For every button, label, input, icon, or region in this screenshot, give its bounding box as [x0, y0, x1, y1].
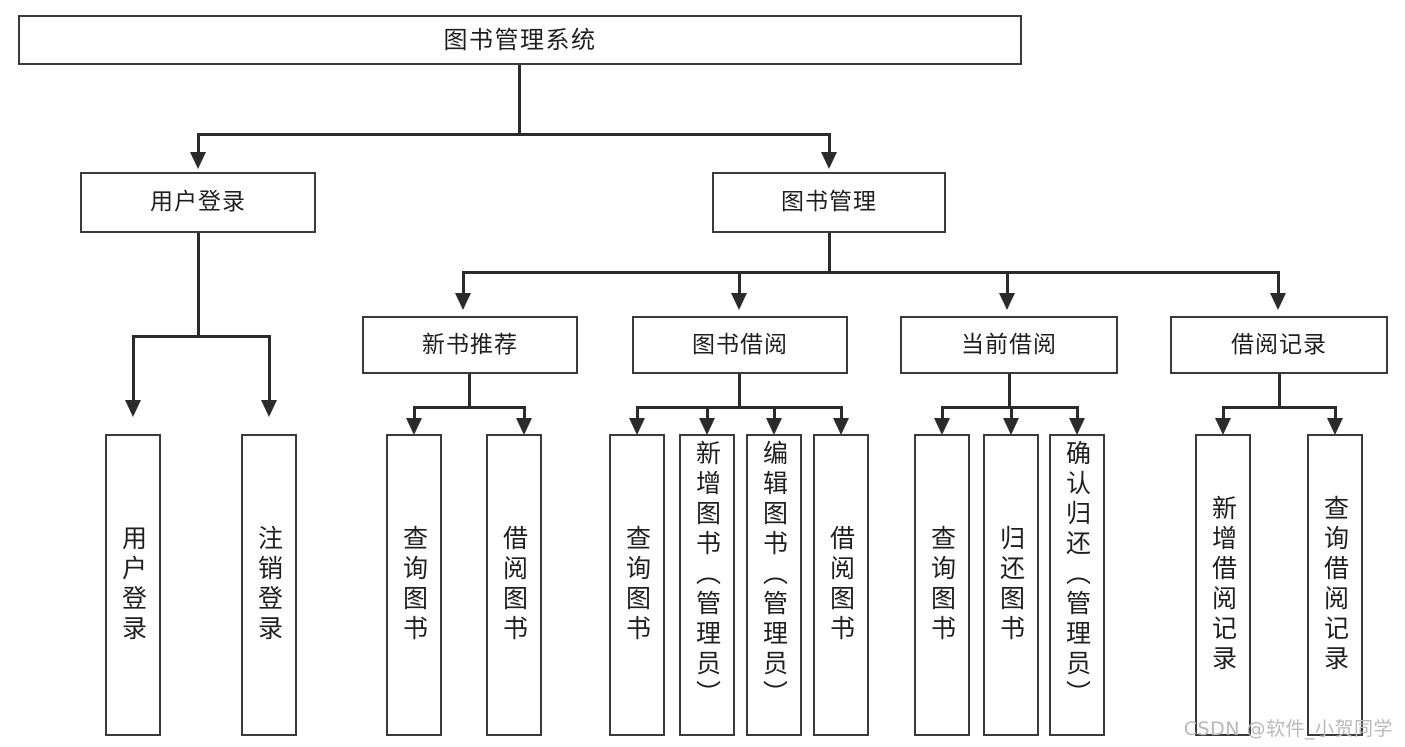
arrowhead-leaf-query-book-3 [934, 418, 950, 435]
connector-root-to-user-login [197, 133, 200, 155]
connector-bm-to-new-book [462, 271, 465, 296]
node-leaf-query-book-1-label: 查询图书 [399, 525, 429, 645]
connector-bm-to-book-borrow [738, 271, 741, 296]
connector-root-bar [197, 133, 831, 136]
connector-new-book-bar [413, 406, 525, 409]
node-leaf-user-logout-label: 注销登录 [254, 525, 284, 645]
arrowhead-leaf-user-login [125, 400, 141, 417]
connector-bb-l1 [636, 406, 639, 420]
connector-root-down [518, 65, 521, 135]
node-leaf-edit-book-label: 编辑图书（管理员） [759, 440, 789, 710]
connector-book-manage-down [828, 233, 831, 273]
connector-br-l2 [1334, 406, 1337, 420]
node-leaf-borrow-book-2[interactable]: 借阅图书 [813, 434, 869, 736]
connector-user-login-bar [132, 335, 270, 338]
node-new-book-recommend-label: 新书推荐 [422, 331, 518, 358]
connector-bb-l2 [706, 406, 709, 420]
connector-book-borrow-down [738, 374, 741, 408]
arrowhead-user-login [190, 152, 206, 169]
node-leaf-query-book-2[interactable]: 查询图书 [609, 434, 665, 736]
node-leaf-user-login-label: 用户登录 [118, 525, 148, 645]
connector-bm-to-current-borrow [1006, 271, 1009, 296]
connector-book-borrow-bar [636, 406, 842, 409]
node-book-borrow-label: 图书借阅 [692, 331, 788, 358]
node-book-manage[interactable]: 图书管理 [712, 172, 946, 233]
node-leaf-user-login[interactable]: 用户登录 [105, 434, 161, 736]
connector-book-manage-bar [462, 271, 1280, 274]
node-leaf-add-record[interactable]: 新增借阅记录 [1195, 434, 1251, 736]
node-book-borrow[interactable]: 图书借阅 [632, 316, 848, 374]
arrowhead-borrow-record [1270, 293, 1286, 310]
node-leaf-borrow-book-1-label: 借阅图书 [499, 525, 529, 645]
node-current-borrow[interactable]: 当前借阅 [900, 316, 1118, 374]
node-leaf-query-record[interactable]: 查询借阅记录 [1307, 434, 1363, 736]
node-leaf-query-record-label: 查询借阅记录 [1320, 495, 1350, 675]
node-leaf-query-book-3[interactable]: 查询图书 [914, 434, 970, 736]
node-leaf-add-book-label: 新增图书（管理员） [692, 440, 722, 710]
connector-bb-l4 [840, 406, 843, 420]
node-leaf-user-logout[interactable]: 注销登录 [241, 434, 297, 736]
connector-nb-l1 [413, 406, 416, 420]
node-leaf-return-book[interactable]: 归还图书 [983, 434, 1039, 736]
node-borrow-record-label: 借阅记录 [1231, 331, 1327, 358]
connector-current-borrow-down [1008, 374, 1011, 408]
node-leaf-query-book-3-label: 查询图书 [927, 525, 957, 645]
arrowhead-current-borrow [999, 293, 1015, 310]
connector-borrow-record-down [1278, 374, 1281, 408]
node-leaf-add-book[interactable]: 新增图书（管理员） [679, 434, 735, 736]
connector-cb-l1 [941, 406, 944, 420]
arrowhead-leaf-return-book [1003, 418, 1019, 435]
node-user-login[interactable]: 用户登录 [80, 172, 316, 233]
arrowhead-leaf-add-book [699, 418, 715, 435]
connector-cb-l3 [1076, 406, 1079, 420]
node-borrow-record[interactable]: 借阅记录 [1170, 316, 1388, 374]
connector-bb-l3 [773, 406, 776, 420]
node-book-manage-label: 图书管理 [781, 189, 877, 216]
node-new-book-recommend[interactable]: 新书推荐 [362, 316, 578, 374]
connector-user-login-down [197, 233, 200, 338]
arrowhead-leaf-add-record [1215, 418, 1231, 435]
arrowhead-leaf-user-logout [261, 400, 277, 417]
node-leaf-add-record-label: 新增借阅记录 [1208, 495, 1238, 675]
connector-root-to-book-manage [828, 133, 831, 155]
connector-br-l1 [1222, 406, 1225, 420]
node-leaf-confirm-return-label: 确认归还（管理员） [1062, 440, 1092, 710]
arrowhead-new-book-recommend [455, 293, 471, 310]
node-leaf-edit-book[interactable]: 编辑图书（管理员） [746, 434, 802, 736]
connector-bm-to-borrow-record [1277, 271, 1280, 296]
node-leaf-borrow-book-2-label: 借阅图书 [826, 525, 856, 645]
node-user-login-label: 用户登录 [150, 189, 246, 216]
arrowhead-leaf-query-book-2 [629, 418, 645, 435]
node-leaf-return-book-label: 归还图书 [996, 525, 1026, 645]
node-root-label: 图书管理系统 [443, 26, 597, 54]
node-leaf-confirm-return[interactable]: 确认归还（管理员） [1049, 434, 1105, 736]
arrowhead-leaf-borrow-book-2 [833, 418, 849, 435]
arrowhead-leaf-confirm-return [1069, 418, 1085, 435]
connector-new-book-down [468, 374, 471, 408]
arrowhead-leaf-query-book-1 [406, 418, 422, 435]
connector-cb-l2 [1010, 406, 1013, 420]
node-current-borrow-label: 当前借阅 [961, 331, 1057, 358]
node-leaf-query-book-1[interactable]: 查询图书 [386, 434, 442, 736]
connector-borrow-record-bar [1222, 406, 1336, 409]
arrowhead-book-borrow [731, 293, 747, 310]
connector-current-borrow-bar [941, 406, 1078, 409]
connector-user-login-l1 [132, 335, 135, 403]
node-leaf-borrow-book-1[interactable]: 借阅图书 [486, 434, 542, 736]
arrowhead-book-manage [821, 152, 837, 169]
arrowhead-leaf-edit-book [766, 418, 782, 435]
connector-nb-l2 [523, 406, 526, 420]
node-root[interactable]: 图书管理系统 [18, 15, 1022, 65]
arrowhead-leaf-query-record [1327, 418, 1343, 435]
connector-user-login-l2 [268, 335, 271, 403]
node-leaf-query-book-2-label: 查询图书 [622, 525, 652, 645]
arrowhead-leaf-borrow-book-1 [516, 418, 532, 435]
